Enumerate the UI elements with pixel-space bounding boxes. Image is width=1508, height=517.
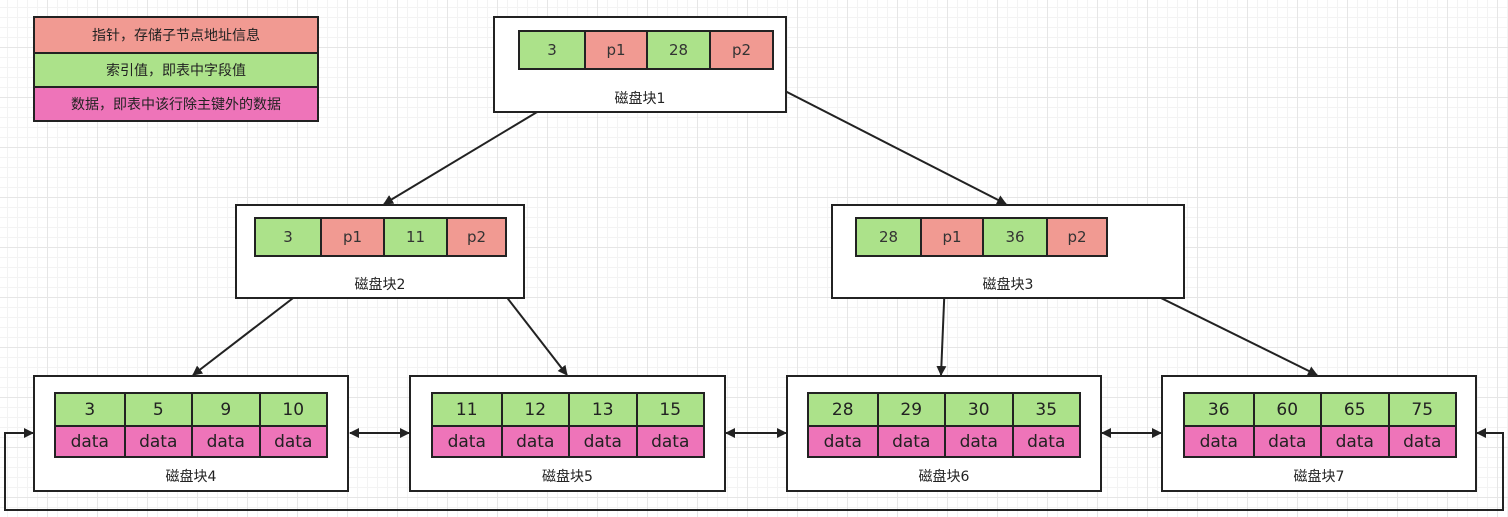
leaf-key: 36 [1185,394,1253,425]
block3-key: 36 [982,219,1046,255]
root-pointer: p1 [584,32,646,68]
leaf-data: data [876,425,944,456]
block-label: 磁盘块2 [354,277,406,293]
legend-key: 索引值，即表中字段值 [35,52,317,86]
block2-pointer: p1 [320,219,383,255]
disk-block-6: 28 29 30 35 data data data data 磁盘块6 [786,375,1102,492]
leaf-data: data [1011,425,1079,456]
leaf-grid: 36 60 65 75 data data data data [1183,392,1457,458]
block-label: 磁盘块6 [918,469,970,485]
leaf-key: 9 [191,394,259,425]
leaf-key: 65 [1320,394,1388,425]
block3-key: 28 [857,219,920,255]
disk-block-1: 3 p1 28 p2 磁盘块1 [493,16,787,113]
disk-block-7: 36 60 65 75 data data data data 磁盘块7 [1161,375,1477,492]
block2-cells: 3 p1 11 p2 [254,217,507,257]
leaf-data: data [258,425,326,456]
leaf-key: 11 [433,394,501,425]
leaf-data: data [1252,425,1320,456]
block-label: 磁盘块1 [614,91,666,107]
leaf-data: data [56,425,124,456]
leaf-data: data [635,425,703,456]
disk-block-5: 11 12 13 15 data data data data 磁盘块5 [409,375,726,492]
leaf-grid: 11 12 13 15 data data data data [431,392,705,458]
disk-block-3: 28 p1 36 p2 磁盘块3 [831,204,1185,299]
block-label: 磁盘块3 [982,277,1034,293]
block-label: 磁盘块4 [165,469,217,485]
legend: 指针，存储子节点地址信息 索引值，即表中字段值 数据，即表中该行除主键外的数据 [33,16,319,122]
leaf-key: 75 [1387,394,1455,425]
leaf-key: 13 [568,394,636,425]
leaf-key: 29 [876,394,944,425]
leaf-data: data [944,425,1012,456]
leaf-data: data [123,425,191,456]
block3-cells: 28 p1 36 p2 [855,217,1108,257]
block-label: 磁盘块5 [542,469,593,485]
block2-key: 3 [256,219,320,255]
leaf-key: 28 [809,394,877,425]
link-wrap [4,428,1504,511]
root-key: 3 [520,32,584,68]
disk-block-4: 3 5 9 10 data data data data 磁盘块4 [33,375,349,492]
root-key: 28 [646,32,709,68]
leaf-data: data [500,425,568,456]
leaf-key: 3 [56,394,124,425]
leaf-data: data [1320,425,1388,456]
block-label: 磁盘块7 [1293,469,1345,485]
leaf-data: data [1387,425,1455,456]
legend-data: 数据，即表中该行除主键外的数据 [35,86,317,120]
leaf-grid: 3 5 9 10 data data data data [54,392,328,458]
root-pointer: p2 [709,32,772,68]
leaf-key: 30 [944,394,1012,425]
leaf-data: data [809,425,877,456]
leaf-data: data [1185,425,1253,456]
leaf-key: 60 [1252,394,1320,425]
block2-key: 11 [383,219,446,255]
leaf-key: 15 [635,394,703,425]
leaf-data: data [191,425,259,456]
leaf-grid: 28 29 30 35 data data data data [807,392,1081,458]
leaf-data: data [433,425,501,456]
leaf-key: 35 [1011,394,1079,425]
leaf-key: 10 [258,394,326,425]
leaf-data: data [568,425,636,456]
block3-pointer: p1 [920,219,982,255]
leaf-key: 12 [500,394,568,425]
leaf-key: 5 [123,394,191,425]
block3-pointer: p2 [1046,219,1106,255]
disk-block-2: 3 p1 11 p2 磁盘块2 [235,204,525,299]
legend-pointer: 指针，存储子节点地址信息 [35,18,317,52]
block2-pointer: p2 [446,219,505,255]
root-cells: 3 p1 28 p2 [518,30,774,70]
